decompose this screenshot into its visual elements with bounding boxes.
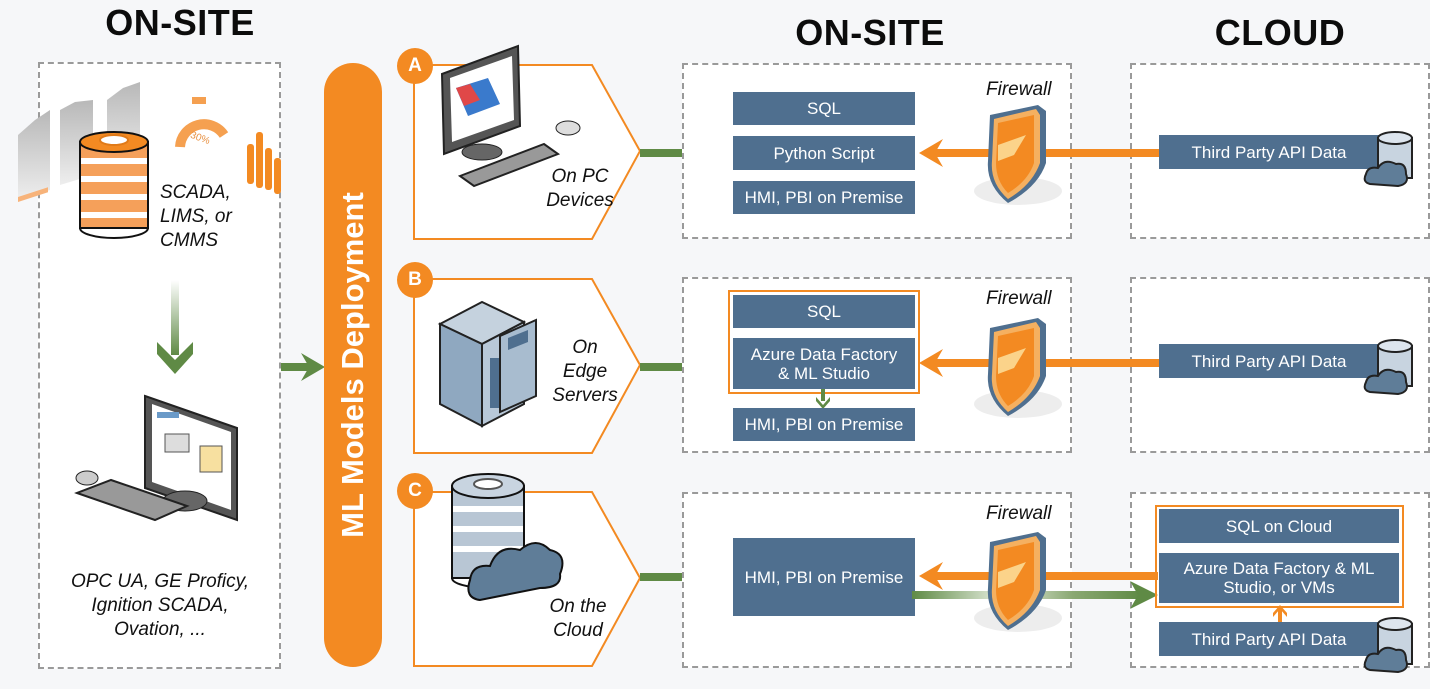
- bar-chart-icon: [247, 132, 281, 194]
- source-to-deployment-arrow: [281, 353, 325, 381]
- option-c-firewall-label: Firewall: [986, 503, 1052, 524]
- systems-label: OPC UA, GE Proficy, Ignition SCADA, Ovat…: [70, 571, 250, 640]
- option-c-up-arrow: [1273, 605, 1287, 625]
- option-a-sql-box: SQL: [733, 92, 915, 125]
- firewall-shield-icon: [974, 318, 1062, 418]
- cloud-database-icon: [451, 473, 564, 602]
- database-icon: [79, 131, 149, 239]
- option-b-label: On Edge Servers: [552, 337, 618, 406]
- opc-workstation-icon: [74, 394, 238, 522]
- option-b-badge: B: [397, 262, 433, 298]
- option-a-label: On PC Devices: [546, 166, 614, 211]
- option-c-hmi-box: HMI, PBI on Premise: [733, 538, 915, 616]
- heading-mid-onsite: ON-SITE: [795, 12, 945, 53]
- heading-cloud: CLOUD: [1214, 12, 1346, 53]
- option-a-python-box: Python Script: [733, 136, 915, 170]
- option-b-down-arrow: [816, 389, 830, 409]
- cloud-database-small-icon: [1363, 339, 1413, 396]
- option-a-hmi-box: HMI, PBI on Premise: [733, 181, 915, 214]
- cloud-database-small-icon: [1363, 617, 1413, 674]
- option-b-third-party-box: Third Party API Data: [1159, 344, 1379, 378]
- option-c-azure-box: Azure Data Factory & ML Studio, or VMs: [1159, 553, 1399, 603]
- cloud-database-small-icon: [1363, 131, 1413, 188]
- edge-server-icon: [437, 300, 537, 428]
- option-a-firewall-label: Firewall: [986, 79, 1052, 100]
- option-b-hmi-box: HMI, PBI on Premise: [733, 408, 915, 441]
- option-c-third-party-box: Third Party API Data: [1159, 622, 1379, 656]
- gauge-icon: [175, 97, 229, 148]
- desktop-pc-icon: [440, 44, 581, 188]
- ml-deployment-bar: [324, 63, 382, 667]
- option-c-sql-cloud-box: SQL on Cloud: [1159, 509, 1399, 543]
- ml-deployment-label: ML Models Deployment: [335, 192, 370, 538]
- option-b-api-flow-arrow: [919, 349, 1163, 377]
- option-c-label: On the Cloud: [549, 596, 607, 641]
- option-b-sql-box: SQL: [733, 295, 915, 328]
- option-b-firewall-label: Firewall: [986, 288, 1052, 309]
- option-a-badge: A: [397, 48, 433, 84]
- option-a-third-party-box: Third Party API Data: [1159, 135, 1379, 169]
- data-sources-label: SCADA, LIMS, or CMMS: [160, 182, 232, 251]
- firewall-shield-icon: [974, 532, 1062, 632]
- option-c-badge: C: [397, 473, 433, 509]
- down-arrow-icon: [157, 280, 193, 374]
- heading-left-onsite: ON-SITE: [105, 2, 255, 43]
- option-b-azure-box: Azure Data Factory & ML Studio: [733, 338, 915, 389]
- option-a-api-flow-arrow: [919, 139, 1163, 167]
- firewall-shield-icon: [974, 105, 1062, 205]
